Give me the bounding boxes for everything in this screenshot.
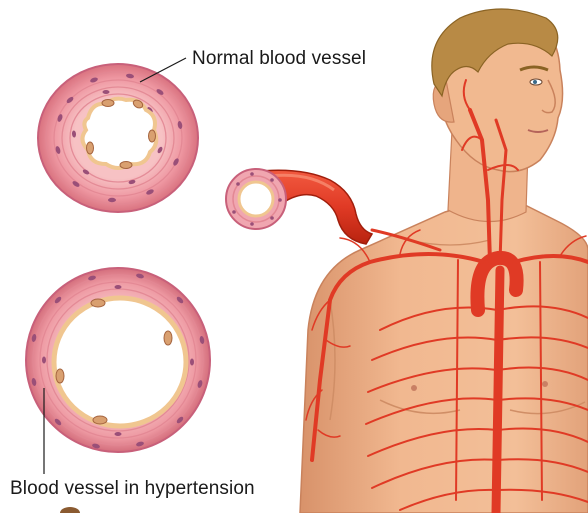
normal-vessel-label: Normal blood vessel: [192, 48, 366, 70]
hypertension-vessel-cross-section: [26, 268, 210, 452]
human-figure: [300, 9, 588, 513]
normal-vessel-lumen: [82, 99, 156, 168]
hand-fragment: [60, 507, 80, 513]
artery-detail-tube: [226, 169, 372, 244]
normal-vessel-cross-section: [38, 64, 198, 212]
descending-aorta: [496, 270, 500, 513]
hypertension-vessel-label: Blood vessel in hypertension: [10, 478, 255, 500]
torso: [300, 205, 588, 513]
hypertension-vessel-lumen: [54, 298, 186, 426]
